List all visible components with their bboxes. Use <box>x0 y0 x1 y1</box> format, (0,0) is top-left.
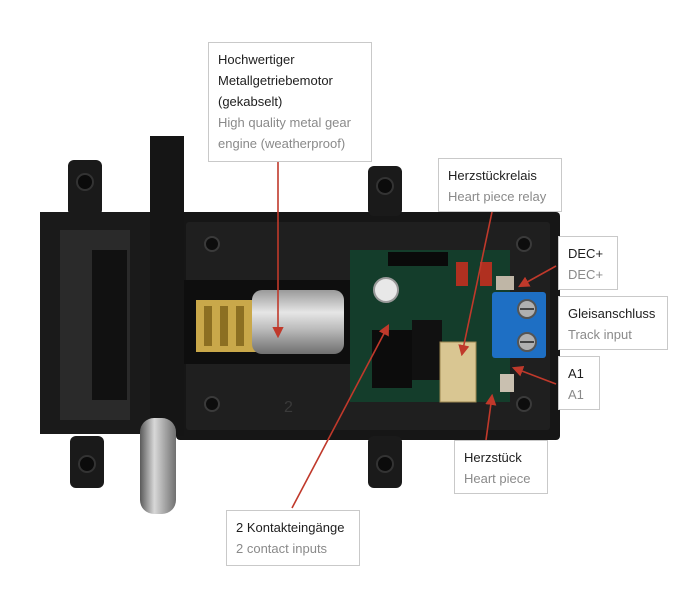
gear-motor <box>184 280 364 364</box>
callout-a1: A1 A1 <box>558 356 600 410</box>
callout-track-de: Gleisanschluss <box>568 306 656 321</box>
housing-number: 2 <box>284 399 293 416</box>
callout-motor-de-line-2: Metallgetriebemotor <box>218 73 333 88</box>
callout-motor-en-line-1: High quality metal gear <box>218 115 351 130</box>
callout-heart-piece: Herzstück Heart piece <box>454 440 548 494</box>
callout-relay-de: Herzstückrelais <box>448 168 537 183</box>
callout-heart-piece-en: Heart piece <box>464 471 531 486</box>
callout-relay: Herzstückrelais Heart piece relay <box>438 158 562 212</box>
callout-a1-en: A1 <box>568 387 584 402</box>
callout-track-en: Track input <box>568 327 632 342</box>
throw-bar <box>140 136 184 514</box>
callout-dec: DEC+ DEC+ <box>558 236 618 290</box>
callout-motor-de-line-3: (gekabselt) <box>218 94 283 109</box>
callout-arrows <box>272 162 557 509</box>
callout-dec-en: DEC+ <box>568 267 604 282</box>
callout-a1-de: A1 <box>568 366 584 381</box>
callout-contact-inputs: 2 Kontakteingänge 2 contact inputs <box>226 510 360 566</box>
callout-contacts-en: 2 contact inputs <box>236 541 328 556</box>
callout-contacts-de: 2 Kontakteingänge <box>236 520 345 535</box>
callout-motor-en-line-2: engine (weatherproof) <box>218 136 346 151</box>
callout-dec-de: DEC+ <box>568 246 604 261</box>
callout-relay-en: Heart piece relay <box>448 189 547 204</box>
callout-motor: Hochwertiger Metallgetriebemotor (gekabs… <box>208 42 372 162</box>
callout-track-input: Gleisanschluss Track input <box>558 296 668 350</box>
track-terminal-block <box>492 292 546 358</box>
callout-motor-de-line-1: Hochwertiger <box>218 52 295 67</box>
control-board <box>350 250 514 403</box>
callout-heart-piece-de: Herzstück <box>464 450 522 465</box>
